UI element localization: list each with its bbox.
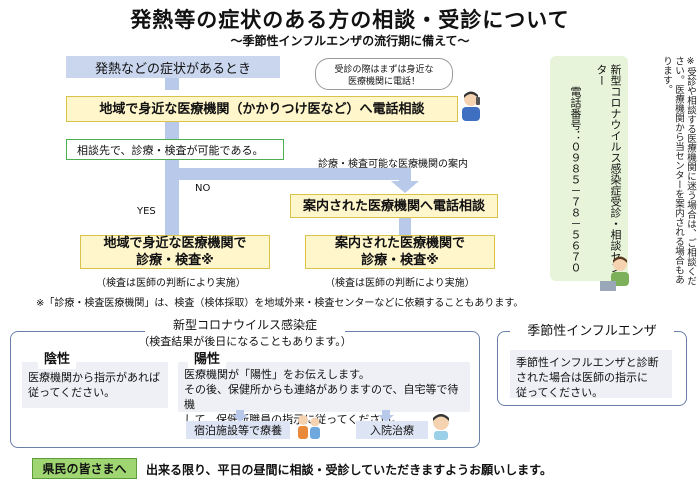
no-label: NO <box>195 183 211 194</box>
hospital-care-box: 入院治療 <box>356 421 428 439</box>
phone-person-icon <box>462 91 480 121</box>
covid-subheading: （検査結果が後日になることもあります。） <box>138 335 352 348</box>
local-result-line-2: 診療・検査※ <box>136 253 214 268</box>
flu-heading: 季節性インフルエンザ <box>510 320 674 339</box>
footer-tag: 県民の皆さまへ <box>32 458 137 479</box>
symptom-step: 発熱などの症状があるとき <box>66 56 280 78</box>
covid-heading: 新型コロナウイルス感染症 <box>145 316 345 333</box>
operator-icon <box>600 256 629 291</box>
family-icon <box>298 415 320 439</box>
negative-line-1: 医療機関から指示があれば <box>28 371 160 384</box>
advice-bubble: 受診の際はまずは身近な 医療機関に電話！ <box>315 58 453 90</box>
guided-result-note: （検査は医師の判断により実施） <box>325 278 475 289</box>
arrow-down-icon <box>165 78 179 90</box>
guided-result-box: 案内された医療機関で 診療・検査※ <box>305 235 495 269</box>
possible-step-label: 相談先で、診療・検査が可能である。 <box>77 143 264 157</box>
arrow-down-icon-4 <box>232 410 248 422</box>
no-arrow-shaft <box>179 168 411 180</box>
patient-icon <box>433 414 449 440</box>
center-note: ※受診や相談する医療機関に迷う場合は、ご相談ください。医療機関から当センターを案… <box>661 56 696 286</box>
no-arrow-drop <box>399 168 411 182</box>
possible-step: 相談先で、診療・検査が可能である。 <box>66 139 284 160</box>
page-title: 発熱等の症状のある方の相談・受診について <box>130 8 570 32</box>
hotel-care-box: 宿泊施設等で療養 <box>186 421 290 439</box>
hotel-care-label: 宿泊施設等で療養 <box>194 424 282 437</box>
yes-arrow-shaft <box>165 160 179 235</box>
call-local-step-label: 地域で身近な医療機関（かかりつけ医など）へ電話相談 <box>99 101 425 117</box>
arrow-down-icon-5 <box>378 410 394 422</box>
flu-panel: 季節性インフルエンザと診断 された場合は医師の指示に 従ってください。 <box>510 350 672 399</box>
local-result-note: （検査は医師の判断により実施） <box>96 278 246 289</box>
yes-label: YES <box>137 206 156 217</box>
guide-label: 診療・検査可能な医療機関の案内 <box>318 159 468 170</box>
local-result-line-1: 地域で身近な医療機関で <box>103 236 247 251</box>
guided-result-line-2: 診療・検査※ <box>361 253 439 268</box>
footer-message: 出来る限り、平日の昼間に相談・受診していただきますようお願いします。 <box>146 463 552 477</box>
center-phone: 電話番号：０９８５－７８－５６７０ <box>569 86 582 273</box>
hospital-care-label: 入院治療 <box>370 424 414 437</box>
call-local-step: 地域で身近な医療機関（かかりつけ医など）へ電話相談 <box>66 96 458 122</box>
negative-line-2: 従ってください。 <box>28 386 116 399</box>
page-subtitle: ～季節性インフルエンザの流行期に備えて～ <box>230 34 470 48</box>
flu-line-3: 従ってください。 <box>516 386 604 399</box>
guided-call-step-label: 案内された医療機関へ電話相談 <box>302 198 485 214</box>
positive-line-1: 医療機関が「陽性」をお伝えします。 <box>184 368 370 381</box>
guided-call-step: 案内された医療機関へ電話相談 <box>290 194 498 218</box>
bubble-line-1: 受診の際はまずは身近な <box>334 65 434 75</box>
arrow-down-icon-3 <box>399 218 411 236</box>
positive-panel: 医療機関が「陽性」をお伝えします。 その後、保健所からも連絡がありますので、自宅… <box>178 362 470 426</box>
bubble-line-2: 医療機関に電話！ <box>347 77 420 87</box>
center-name: 新型コロナウイルス感染症受診・相談センター <box>595 64 622 273</box>
arrow-down-icon-2 <box>165 122 179 139</box>
negative-label: 陰性 <box>38 346 77 369</box>
negative-panel: 医療機関から指示があれば 従ってください。 <box>22 362 168 408</box>
arrow-head-icon <box>391 181 419 193</box>
positive-label: 陽性 <box>188 346 227 369</box>
flu-line-2: された場合は医師の指示に <box>516 371 648 384</box>
local-result-box: 地域で身近な医療機関で 診療・検査※ <box>80 235 270 269</box>
footer-tag-label: 県民の皆さまへ <box>42 462 127 476</box>
guided-result-line-1: 案内された医療機関で <box>334 236 465 251</box>
symptom-step-label: 発熱などの症状があるとき <box>94 61 251 77</box>
flu-line-1: 季節性インフルエンザと診断 <box>516 356 659 369</box>
positive-line-2: その後、保健所からも連絡がありますので、自宅等で待機 <box>184 383 459 411</box>
footnote: ※「診療・検査医療機関」は、検査（検体採取）を地域外来・検査センターなどに依頼す… <box>36 298 524 309</box>
consultation-center-panel: 新型コロナウイルス感染症受診・相談センター 電話番号：０９８５－７８－５６７０ <box>550 56 628 281</box>
